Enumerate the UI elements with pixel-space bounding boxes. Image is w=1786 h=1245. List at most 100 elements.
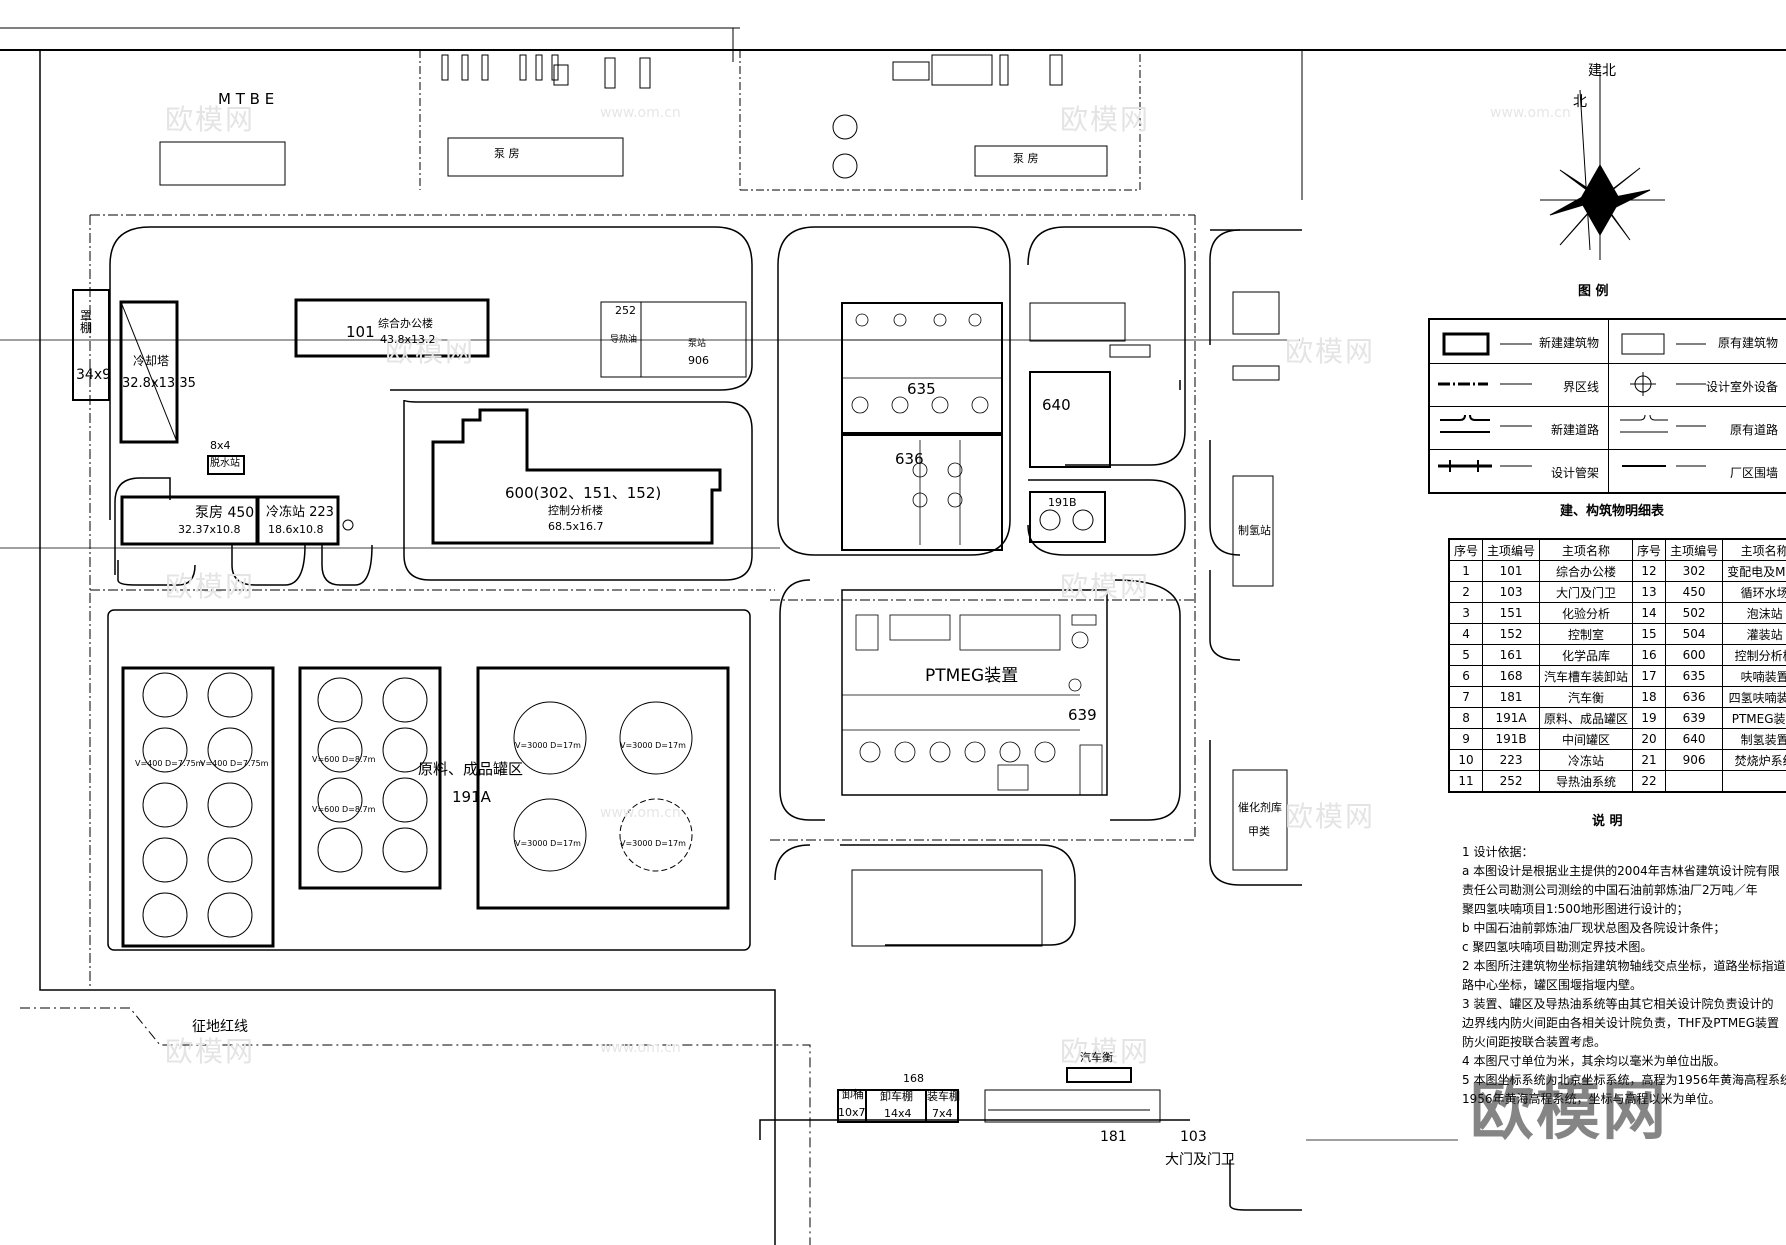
table-cell: 原料、成品罐区: [1539, 707, 1634, 729]
catalyst-label: 催化剂库: [1238, 801, 1282, 814]
table-cell: 4: [1448, 623, 1484, 645]
freeze223-size: 18.6x10.8: [268, 523, 324, 536]
table-cell: [1665, 770, 1724, 793]
b906-title: 泵站: [688, 339, 707, 349]
watermark: 欧模网: [1285, 335, 1376, 368]
unload-size: 10x7: [838, 1106, 866, 1119]
table-row: 7181汽车衡18636四氢呋喃装置: [1448, 686, 1786, 708]
table-header-row: 序号 主项编号 主项名称 序号 主项编号 主项名称: [1448, 538, 1786, 561]
table-cell: 636: [1665, 686, 1724, 708]
note-line: 路中心坐标，罐区围堰指堰内壁。: [1462, 978, 1643, 992]
table-cell: 制氢装置: [1722, 728, 1786, 750]
table-cell: 20: [1632, 728, 1667, 750]
table-header: 主项名称: [1722, 538, 1786, 561]
table-row: 1101综合办公楼12302变配电及MCC: [1448, 560, 1786, 582]
table-cell: 502: [1665, 602, 1724, 624]
table-row: 10223冷冻站21906焚烧炉系统: [1448, 749, 1786, 771]
watermark-url: www.om.cn: [600, 805, 681, 821]
pump-house-1: [447, 137, 624, 177]
ptmeg-unit: [841, 589, 1108, 796]
tank-volume-4: V=3000 D=17m: [620, 839, 686, 848]
pump-house-2: [974, 145, 1108, 177]
table-cell: 控制室: [1539, 623, 1634, 645]
tank-191b-1: [1039, 509, 1061, 531]
pump2-label: 泵 房: [1013, 152, 1039, 165]
compass-north: 北: [1573, 94, 1587, 110]
table-cell: 7: [1448, 686, 1484, 708]
unload-shed-label: 卸车棚: [880, 1090, 913, 1103]
table-header: 主项编号: [1665, 538, 1724, 561]
cooling-tower-diag: [120, 301, 178, 443]
watermark: 欧模网: [1060, 103, 1151, 136]
freeze223-label: 冷冻站 223: [266, 505, 334, 520]
table-cell: 223: [1482, 749, 1541, 771]
table-cell: [1722, 770, 1786, 793]
pump450-label: 泵房 450: [195, 505, 255, 521]
unit-635: [841, 302, 1003, 434]
watermark: 欧模网: [1060, 570, 1151, 603]
table-cell: 639: [1665, 707, 1724, 729]
table-cell: 17: [1632, 665, 1667, 687]
tank-volume-1: V=3000 D=17m: [515, 741, 581, 750]
watermark: 欧模网: [1285, 800, 1376, 833]
note-line: b 中国石油前郭炼油厂现状总图及各院设计条件；: [1462, 921, 1726, 935]
b103-label: 103: [1180, 1129, 1207, 1145]
road-blocks: [109, 226, 1302, 1211]
table-cell: 101: [1482, 560, 1541, 582]
b906-number: 906: [688, 354, 709, 367]
table-cell: 变配电及MCC: [1722, 560, 1786, 582]
hydrogen-label: 制氢站: [1238, 524, 1271, 537]
table-cell: 2: [1448, 581, 1484, 603]
control-building-600: [431, 408, 722, 545]
unload-shed-size: 14x4: [884, 1107, 912, 1120]
table-cell: 10: [1448, 749, 1484, 771]
tank-volume-2: V=3000 D=17m: [620, 741, 686, 750]
table-cell: 中间罐区: [1539, 728, 1634, 750]
note-line: 2 本图所注建筑物坐标指建筑物轴线交点坐标，道路坐标指道: [1462, 959, 1786, 973]
table-cell: 161: [1482, 644, 1541, 666]
legend-label: 设计室外设备: [1705, 380, 1778, 394]
table-cell: 9: [1448, 728, 1484, 750]
table-header: 序号: [1448, 538, 1484, 561]
big-watermark: 欧模网: [1470, 1075, 1668, 1149]
table-cell: 151: [1482, 602, 1541, 624]
office-building-101: [294, 298, 490, 358]
note-line: 边界线内防火间距由各相关设计院负责，THF及PTMEG装置: [1462, 1016, 1780, 1030]
right-building-2: [1232, 365, 1280, 381]
watermark-url: www.om.cn: [600, 105, 681, 121]
legend-box: 新建建筑物 原有建筑物 界区线 设计室外设备 新建道路 原有道路 设计管架 厂区…: [1428, 318, 1786, 494]
table-cell: PTMEG装置: [1722, 707, 1786, 729]
mtbe-building: [159, 141, 286, 186]
building-906: [640, 301, 747, 378]
tank-volume-7: V=600 D=8.7m: [312, 755, 376, 764]
bottom-building: [851, 869, 1043, 947]
table-cell: 21: [1632, 749, 1667, 771]
table-cell: 22: [1632, 770, 1667, 793]
legend-label: 新建道路: [1550, 423, 1599, 437]
unit-640-top: [1029, 302, 1126, 342]
legend-label: 界区线: [1562, 380, 1599, 394]
notes-title: 说 明: [1592, 814, 1623, 829]
table-cell: 化验分析: [1539, 602, 1634, 624]
unit-191b: [1029, 491, 1106, 543]
table-cell: 5: [1448, 644, 1484, 666]
canopy-label: 罩棚: [80, 309, 93, 335]
canopy-building: [72, 289, 110, 401]
table-title: 建、构筑物明细表: [1560, 504, 1665, 519]
unload-label: 卸桶: [842, 1088, 864, 1101]
tank-volume-6: V=400 D=7.75m: [200, 759, 269, 768]
watermark-url: www.om.cn: [1490, 105, 1571, 121]
legend-label: 设计管架: [1550, 466, 1599, 480]
b639-label: 639: [1068, 706, 1097, 724]
b252-number: 252: [615, 304, 636, 317]
b600-size: 68.5x16.7: [548, 520, 604, 533]
table-cell: 13: [1632, 581, 1667, 603]
note-line: 责任公司勘测公司测绘的中国石油前郭炼油厂2万吨／年: [1462, 883, 1758, 897]
unit-635-equipment: [842, 313, 1002, 545]
table-cell: 600: [1665, 644, 1724, 666]
legend-row: 界区线 设计室外设备: [1430, 363, 1786, 407]
